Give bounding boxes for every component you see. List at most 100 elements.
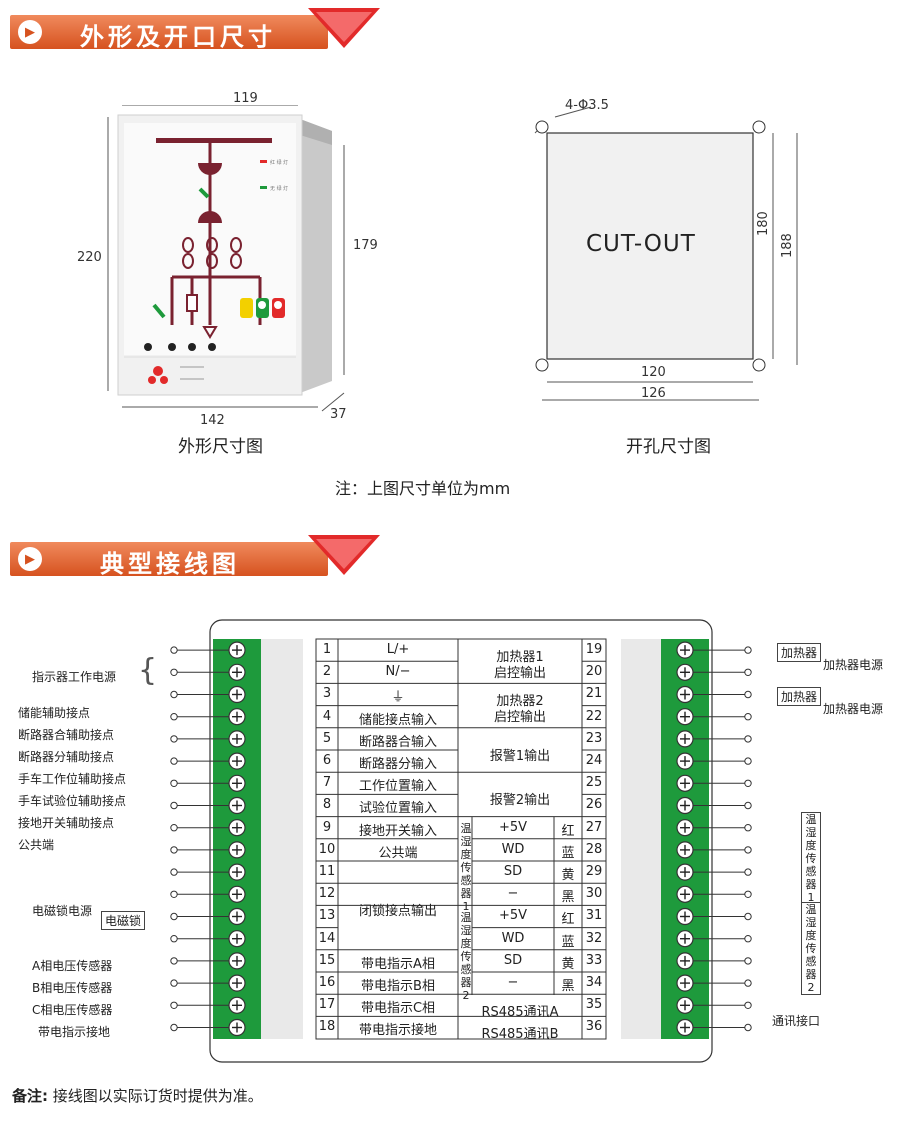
ext-terminal-right <box>744 957 752 965</box>
terminal-name: 公共端 <box>378 845 418 861</box>
banner-tab <box>10 15 328 49</box>
stack-char: 感 <box>460 874 472 887</box>
ext-terminal-left <box>170 957 178 965</box>
ext-terminal-left <box>170 979 178 987</box>
unit-note: 注：上图尺寸单位为mm <box>335 479 511 498</box>
terminal-number: 24 <box>585 753 603 768</box>
ext-terminal-right <box>744 912 752 921</box>
ext-terminal-right <box>744 646 752 654</box>
stack-char: 感 <box>805 955 817 968</box>
ext-terminal-left <box>170 912 178 921</box>
sensor-signal: +5V <box>498 908 528 924</box>
terminal-number: 2 <box>322 664 332 680</box>
sensor-wire-color: 黄 <box>561 868 575 883</box>
alarm1-output: 报警1输出 <box>489 749 551 764</box>
brace-icon: { <box>138 653 158 688</box>
terminal-number: 4 <box>322 708 332 724</box>
stack-char: 湿 <box>805 916 817 929</box>
ext-terminal-left <box>170 757 178 765</box>
ext-breaker-close: 断路器合辅助接点 <box>18 728 115 742</box>
stack-char: 温 <box>805 903 817 916</box>
terminal-name: 带电指示B相 <box>361 979 435 994</box>
terminal-name: 工作位置输入 <box>358 779 437 795</box>
cutout-label: CUT-OUT <box>586 231 696 257</box>
play-icon: ▶ <box>18 547 42 571</box>
stack-char: 1 <box>807 891 815 904</box>
ext-terminal-right <box>744 890 752 898</box>
stack-char: 感 <box>805 865 817 878</box>
terminal-number: 11 <box>318 864 336 879</box>
terminal-number: 18 <box>318 1019 336 1035</box>
terminal-number: 35 <box>585 997 603 1013</box>
ext-terminal-left <box>170 824 178 832</box>
stack-char: 温 <box>805 813 817 826</box>
ext-terminal-right <box>744 713 752 721</box>
terminal-number: 30 <box>585 886 603 902</box>
ext-terminal-left <box>170 735 178 743</box>
sensor-wire-color: 蓝 <box>561 845 575 861</box>
ext-earth-ind: 带电指示接地 <box>38 1025 111 1039</box>
sensor-wire-color: 红 <box>561 912 575 928</box>
ext-vc: C相电压传感器 <box>32 1003 113 1017</box>
triangle-highlight <box>316 539 372 569</box>
ext-terminal-left <box>170 713 178 721</box>
ext-terminal-right <box>744 979 752 987</box>
terminal-number: 16 <box>318 975 336 990</box>
sensor-signal: WD <box>501 841 525 857</box>
terminal-number: 5 <box>322 730 332 746</box>
dim-cutout-w-inner: 120 <box>641 365 666 380</box>
section-title: 外形及开口尺寸 <box>80 23 276 51</box>
ext-vb: B相电压传感器 <box>32 981 113 995</box>
terminal-number: 28 <box>585 841 603 857</box>
section-title: 典型接线图 <box>100 550 240 578</box>
ext-terminal-left <box>170 1023 178 1032</box>
outline-caption: 外形尺寸图 <box>178 437 263 457</box>
terminal-number: 26 <box>585 797 603 813</box>
stack-char: 度 <box>460 848 472 861</box>
sensor-signal: WD <box>501 930 525 946</box>
ext-terminal-right <box>744 935 752 943</box>
svg-text:无 绿 灯: 无 绿 灯 <box>270 185 288 192</box>
ext-terminal-left <box>170 779 178 788</box>
terminal-name: L/+ <box>386 642 410 657</box>
terminal-number: 20 <box>585 664 603 680</box>
ext-lock-power: 电磁锁电源 <box>32 904 93 918</box>
terminal-number: 9 <box>322 819 332 835</box>
play-icon: ▶ <box>18 20 42 44</box>
terminal-number: 34 <box>585 975 603 990</box>
ext-earth-switch: 接地开关辅助接点 <box>18 816 115 830</box>
stack-char: 器 <box>460 887 472 900</box>
sensor-wire-color: 黑 <box>561 979 575 994</box>
ext-terminal-right <box>744 690 752 699</box>
remark-label: 备注: <box>12 1087 48 1105</box>
dim-height-left: 220 <box>77 250 102 265</box>
ext-breaker-open: 断路器分辅助接点 <box>18 750 115 764</box>
alarm2-output: 报警2输出 <box>489 793 551 808</box>
ext-heater2-power: 加热器电源 <box>823 702 884 716</box>
ext-terminal-left <box>170 1001 178 1009</box>
ext-terminal-right <box>744 846 752 854</box>
stack-char: 温 <box>460 911 472 924</box>
dim-cutout-h-outer: 188 <box>780 233 795 258</box>
terminal-number: 8 <box>322 797 332 813</box>
terminal-name: 储能接点输入 <box>358 712 437 728</box>
ext-storage: 储能辅助接点 <box>18 706 91 720</box>
outline-drawing: 红 绿 灯 无 绿 灯 <box>107 105 345 412</box>
terminal-name: 带电指示A相 <box>361 956 435 972</box>
terminal-number: 17 <box>318 997 336 1013</box>
stack-char: 器 <box>805 878 817 891</box>
dim-depth: 37 <box>330 407 347 422</box>
ext-test-pos: 手车试验位辅助接点 <box>18 794 127 808</box>
sensor-signal: − <box>507 975 519 990</box>
terminal-number: 13 <box>318 908 336 924</box>
terminal-name: N/− <box>385 664 411 680</box>
ext-terminal-left <box>170 846 178 854</box>
terminal-name: 断路器合输入 <box>358 734 437 750</box>
terminal-name: 试验位置输入 <box>358 801 437 817</box>
stack-char: 温 <box>460 822 472 835</box>
ext-terminal-left <box>170 646 178 654</box>
dim-width-top: 119 <box>233 91 258 106</box>
terminal-name: 带电指示接地 <box>358 1023 437 1039</box>
